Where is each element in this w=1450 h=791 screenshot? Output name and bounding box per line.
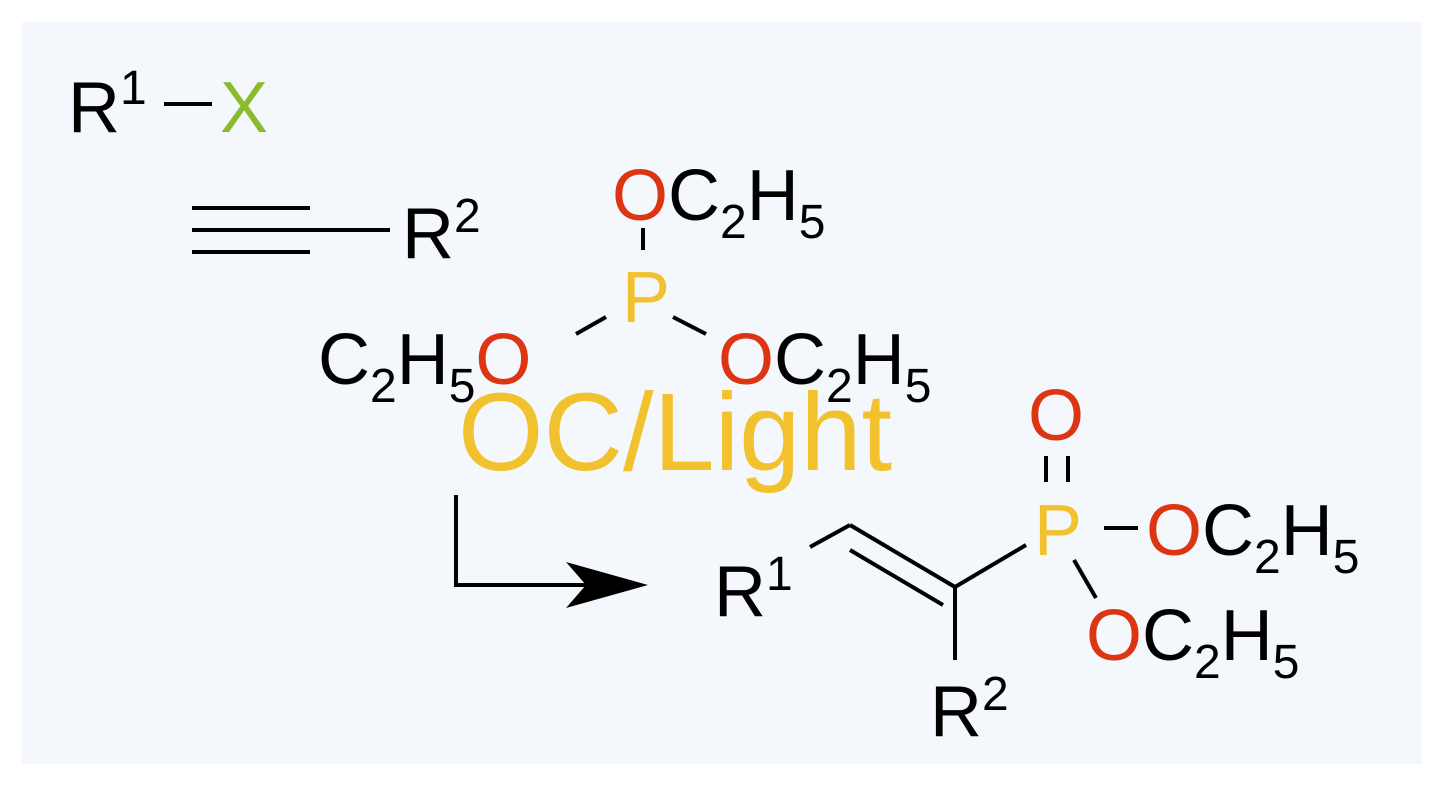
r1-alkene-bond [809,523,851,549]
reaction-arrow [454,495,648,608]
halogen-x-label: X [220,68,268,148]
product-r2-label: R2 [930,668,1009,752]
p-oet-lower-bond [1072,558,1098,600]
phosphite-p-label: P [622,258,670,338]
reactant-alkyne: R2 [192,190,481,274]
product-vinylphosphonate: R1 R2 O P OC2H5 OC2H5 [714,376,1359,752]
product-r1-label: R1 [714,548,793,632]
r1-label: R1 [68,62,147,148]
alkene-double-bond-outer [848,523,957,589]
product-ethoxy-lower: OC2H5 [1086,596,1299,689]
alkene-p-bond [953,543,1028,589]
phosphite-left-ethoxy: C2H5O [318,320,531,413]
p-o-right-bond [672,315,707,336]
reactant-triethyl-phosphite: OC2H5 P C2H5O OC2H5 [318,156,931,413]
arrow-head [566,562,648,608]
background-panel [22,22,1422,764]
phosphite-right-ethoxy: OC2H5 [718,320,931,413]
p-o-left-bond [575,315,607,336]
product-ethoxy-right: OC2H5 [1146,491,1359,584]
alkene-double-bond-inner [848,548,945,607]
product-p-label: P [1034,491,1082,571]
phosphoryl-o-label: O [1028,376,1084,456]
r2-alkyne-label: R2 [402,190,481,274]
reactant-alkyl-halide: R1 X [68,62,268,148]
reaction-conditions: OC/Light [458,371,892,494]
phosphite-top-ethoxy: OC2H5 [612,156,825,249]
